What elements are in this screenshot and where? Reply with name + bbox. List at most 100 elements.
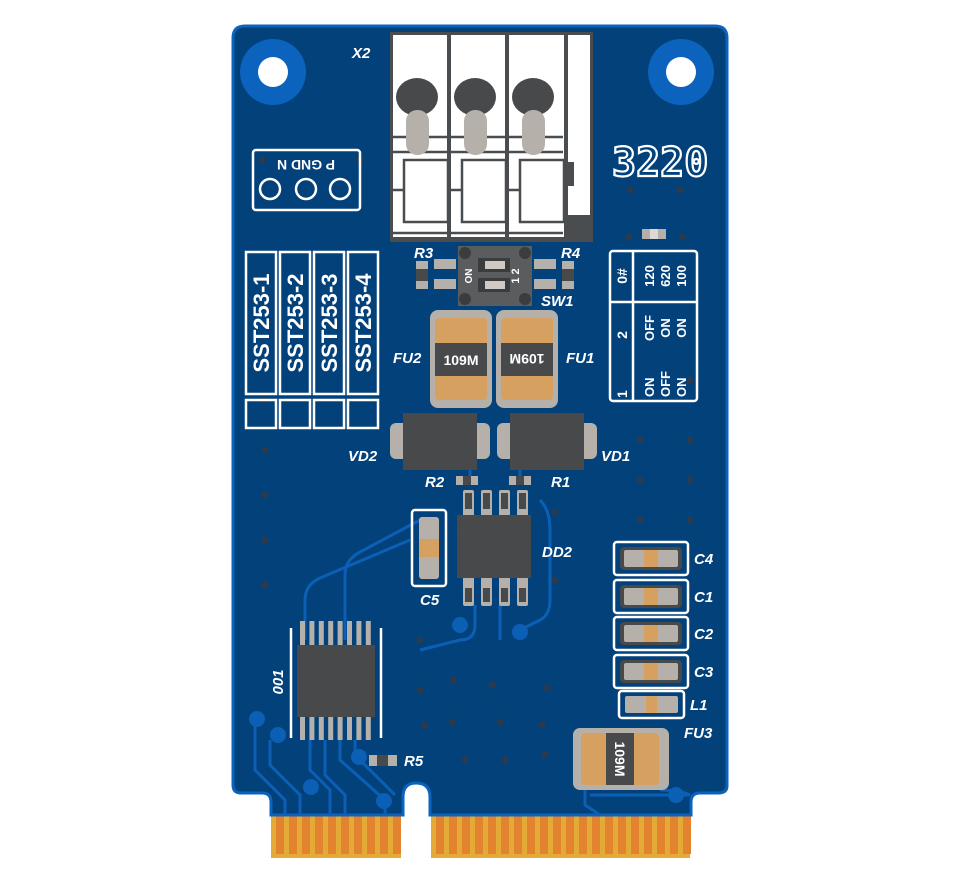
fuse-fu2: 109M xyxy=(430,310,492,408)
label-fu1: FU1 xyxy=(566,350,594,367)
ic-pin xyxy=(318,715,324,740)
pcb-board xyxy=(231,24,729,817)
gold-finger xyxy=(276,815,284,854)
via xyxy=(421,721,429,729)
label-vd2: VD2 xyxy=(348,448,378,465)
label-c3: C3 xyxy=(694,664,714,681)
power-terminal-pads: P GND N xyxy=(251,148,362,212)
power-pin-labels: P GND N xyxy=(277,157,335,173)
gold-finger xyxy=(540,815,548,854)
via xyxy=(461,756,469,764)
via xyxy=(636,476,644,484)
via xyxy=(261,491,269,499)
mounting-hole-right xyxy=(648,39,714,105)
ic-pin-core xyxy=(483,588,490,602)
ic-pin xyxy=(337,715,343,740)
via xyxy=(686,436,694,444)
gold-finger xyxy=(553,815,561,854)
sensor-check-box xyxy=(312,398,346,430)
via xyxy=(261,446,269,454)
mounting-hole-left xyxy=(240,39,306,105)
gold-finger xyxy=(328,815,336,854)
fuse-fu3: 109M xyxy=(573,728,669,790)
gold-finger xyxy=(289,815,297,854)
ic-pin xyxy=(337,621,343,647)
capacitor-c4-band xyxy=(644,550,658,567)
ic-pin-core xyxy=(483,493,490,509)
gold-finger xyxy=(315,815,323,854)
terminal-screw xyxy=(396,78,438,116)
capacitor-c3-band xyxy=(644,663,658,680)
ic-pin xyxy=(300,715,305,740)
gold-finger xyxy=(631,815,639,854)
table-header-2: 2 xyxy=(614,331,630,339)
diode-vd2 xyxy=(390,413,490,470)
sensor-label: SST253-3 xyxy=(317,273,342,372)
terminal-block-x2 xyxy=(390,32,593,242)
gold-finger xyxy=(367,815,375,854)
capacitor-c2-band xyxy=(644,625,658,642)
table-cell: ON xyxy=(674,378,689,398)
via xyxy=(686,516,694,524)
table-cell: OFF xyxy=(642,315,657,341)
table-cell: 620 xyxy=(658,265,673,287)
capacitor-c1-outline xyxy=(612,578,690,615)
gold-finger xyxy=(514,815,522,854)
label-r1: R1 xyxy=(551,474,570,491)
capacitor-c5 xyxy=(410,508,448,588)
sensor-label: SST253-2 xyxy=(283,273,308,372)
terminal-socket xyxy=(460,158,508,224)
via xyxy=(448,718,456,726)
resistors-r1-r2 xyxy=(456,476,531,485)
ic-pin-core xyxy=(465,493,472,509)
terminal-socket xyxy=(402,158,450,224)
fu1-marking: 109M xyxy=(509,351,544,367)
label-r4: R4 xyxy=(561,245,581,262)
terminal-screw xyxy=(512,78,554,116)
gold-finger xyxy=(670,815,678,854)
gold-finger xyxy=(657,815,665,854)
label-l1: L1 xyxy=(690,697,708,714)
label-r3: R3 xyxy=(414,245,434,262)
gold-finger xyxy=(449,815,457,854)
label-c4: C4 xyxy=(694,551,714,568)
table-cell: ON xyxy=(658,318,673,338)
ic-pin xyxy=(318,621,324,647)
label-r2: R2 xyxy=(425,474,445,491)
gold-finger xyxy=(501,815,509,854)
label-r5: R5 xyxy=(404,753,424,770)
via xyxy=(551,508,559,516)
sensor-check-box xyxy=(244,398,278,430)
via xyxy=(626,186,634,194)
gold-finger xyxy=(380,815,388,854)
trace-pads xyxy=(249,617,684,809)
ic-pin xyxy=(309,715,315,740)
ic-pin xyxy=(365,715,371,740)
table-cell: 120 xyxy=(642,265,657,287)
gold-finger xyxy=(475,815,483,854)
terminal-lever xyxy=(464,110,487,155)
connector-fingers xyxy=(276,815,691,854)
via xyxy=(636,436,644,444)
gold-finger xyxy=(592,815,600,854)
ic-pin xyxy=(356,715,362,740)
via xyxy=(258,156,266,164)
sensor-check-box xyxy=(346,398,380,430)
dip-switch-sw1: ON 1 2 xyxy=(458,246,532,306)
table-cell: OFF xyxy=(658,371,673,397)
gold-finger xyxy=(579,815,587,854)
ic-pin xyxy=(328,621,334,647)
ic-pin-core xyxy=(519,588,526,602)
via xyxy=(449,676,457,684)
via xyxy=(636,516,644,524)
sensor-label-box xyxy=(312,250,346,396)
diode-vd1 xyxy=(497,413,597,470)
label-dd2: DD2 xyxy=(542,544,573,561)
via xyxy=(686,476,694,484)
ic-pin xyxy=(356,621,362,647)
inductor-l1 xyxy=(617,689,686,720)
config-table: 0# 2 1 120 620 100 OFF ON ON ON OFF ON xyxy=(608,249,699,403)
fu3-marking: 109M xyxy=(612,741,628,776)
gold-finger xyxy=(683,815,691,854)
